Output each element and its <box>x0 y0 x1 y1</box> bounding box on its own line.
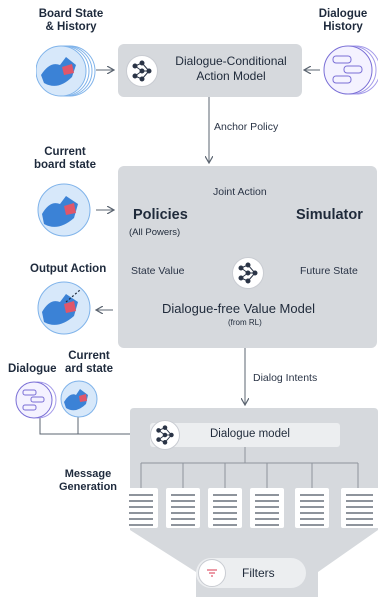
dialog-intents-label: Dialog Intents <box>253 372 318 384</box>
filters-box: Filters <box>196 558 306 588</box>
filter-icon <box>198 559 226 587</box>
dialogue-history-label: Dialogue History <box>318 8 368 33</box>
simulator-label: Simulator <box>296 207 363 223</box>
future-state-label: Future State <box>300 265 358 277</box>
anchor-policy-label: Anchor Policy <box>214 121 279 133</box>
neural-net-icon <box>126 55 158 87</box>
output-action-map <box>36 280 96 341</box>
state-value-label: State Value <box>131 265 185 277</box>
arrow-dialogue-input <box>39 416 147 434</box>
generation-board-map <box>60 380 100 423</box>
dialogue-chat-stack <box>14 380 60 425</box>
filters-label: Filters <box>242 566 275 580</box>
current-board-state-label: Current board state <box>34 146 96 171</box>
candidate-message-5 <box>295 488 329 528</box>
dialogue-model-label: Dialogue model <box>210 428 290 440</box>
joint-action-label: Joint Action <box>213 186 267 198</box>
value-model-neural-net-icon <box>232 257 264 289</box>
dialogue-model-neural-net-icon <box>150 420 180 450</box>
candidate-message-3 <box>208 488 242 528</box>
candidate-message-6 <box>341 488 378 528</box>
dialogue-history-chat-stack <box>320 42 378 103</box>
output-action-label: Output Action <box>30 263 107 275</box>
candidate-message-4 <box>250 488 284 528</box>
from-rl-label: (from RL) <box>228 318 262 327</box>
candidate-message-1 <box>124 488 158 528</box>
board-history-label: Board State & History <box>38 8 104 33</box>
value-model-label: Dialogue-free Value Model <box>162 301 315 316</box>
dialogue-label: Dialogue <box>8 363 57 375</box>
current-board-map <box>36 182 96 243</box>
message-generation-label: Message Generation <box>58 468 118 493</box>
board-history-map-stack <box>35 43 96 99</box>
action-model-box: Dialogue-Conditional Action Model <box>118 44 302 97</box>
all-powers-label: (All Powers) <box>129 227 181 238</box>
current-board-state-label-2: Current ard state <box>65 350 113 375</box>
action-model-title: Dialogue-Conditional Action Model <box>175 54 287 83</box>
policies-label: Policies <box>133 207 188 223</box>
dialogue-model-box: Dialogue model <box>150 423 340 447</box>
candidate-message-2 <box>166 488 200 528</box>
